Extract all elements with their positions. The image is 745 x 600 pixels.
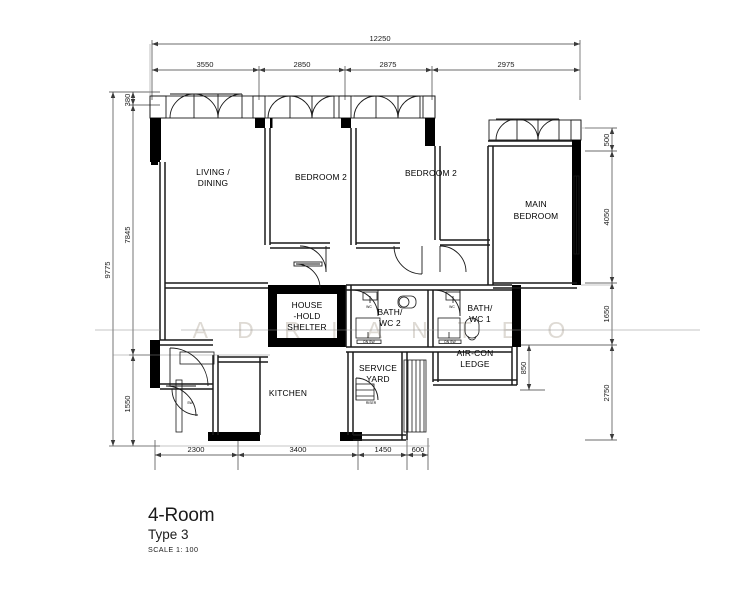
room-label-bath-wc-1-line2: WC 1	[469, 314, 491, 324]
plan-scale: SCALE 1: 100	[148, 545, 199, 555]
room-label-household-shelter-line1: HOUSE	[292, 300, 323, 310]
room-label-household-shelter-line3: SHELTER	[287, 322, 326, 332]
window-arcs-top	[169, 93, 421, 119]
plan-subtitle: Type 3	[148, 526, 189, 542]
room-label-air-con-ledge-line1: AIR-CON	[457, 348, 494, 358]
room-label-kitchen: KITCHEN	[269, 388, 307, 398]
room-label-bath-wc-2-line1: BATH/	[377, 307, 403, 317]
dim-left-seg-3: 1550	[123, 396, 132, 413]
construction-lines	[95, 44, 700, 447]
room-label-living-dining-line2: DINING	[198, 178, 229, 188]
dim-top-overall: 12250	[369, 34, 390, 43]
room-label-bath-wc-2-line2: WC 2	[379, 318, 401, 328]
kitchen-fittings	[175, 351, 427, 433]
sanitary-fixtures	[355, 291, 480, 344]
dimensions-bottom	[154, 438, 429, 470]
dimensions-top	[151, 40, 581, 100]
dim-bottom-seg-2: 3400	[290, 445, 307, 454]
dim-right-inner-850: 850	[519, 362, 528, 375]
dim-bottom-seg-1: 2300	[188, 445, 205, 454]
room-label-bath-wc-1-line1: BATH/	[467, 303, 493, 313]
title-block: 4-Room Type 3 SCALE 1: 100	[148, 505, 428, 555]
svg-text:RISER: RISER	[366, 401, 377, 405]
svg-text:WC: WC	[366, 305, 372, 309]
door-swings	[165, 245, 467, 417]
room-label-main-bedroom-line2: BEDROOM	[514, 211, 559, 221]
dim-right-seg-1: 500	[602, 134, 611, 147]
dim-left-overall: 9775	[103, 262, 112, 279]
internal-walls	[159, 128, 577, 441]
svg-text:DN SW: DN SW	[363, 340, 375, 344]
dim-left-seg-1: 380	[123, 94, 132, 107]
room-label-air-con-ledge-line2: LEDGE	[460, 359, 490, 369]
dim-bottom-seg-4: 600	[412, 445, 425, 454]
window-main-bedroom-right	[573, 175, 580, 255]
dim-top-seg-1: 3550	[197, 60, 214, 69]
plan-geometry: WC WC DN SW DN SW RISER SW LIVING / DINI…	[95, 44, 700, 447]
svg-text:SW: SW	[187, 401, 193, 405]
micro-annotations: WC WC DN SW DN SW RISER SW	[187, 305, 456, 405]
room-label-main-bedroom-line1: MAIN	[525, 199, 547, 209]
window-arcs-main-bedroom	[495, 118, 560, 141]
plan-title: 4-Room	[148, 505, 215, 526]
room-label-bedroom-2-right: BEDROOM 2	[405, 168, 457, 178]
dim-top-seg-4: 2975	[498, 60, 515, 69]
svg-text:WC: WC	[449, 305, 455, 309]
room-label-bedroom-2-left: BEDROOM 2	[295, 172, 347, 182]
room-label-living-dining-line1: LIVING /	[196, 167, 230, 177]
dim-right-seg-2: 4050	[602, 209, 611, 226]
room-labels: LIVING / DINING BEDROOM 2 BEDROOM 2 MAIN…	[196, 167, 558, 398]
dim-left-seg-2: 7845	[123, 227, 132, 244]
dim-right-seg-3: 1650	[602, 306, 611, 323]
dim-right-seg-4: 2750	[602, 385, 611, 402]
dim-top-seg-2: 2850	[294, 60, 311, 69]
dim-top-seg-3: 2875	[380, 60, 397, 69]
svg-text:DN SW: DN SW	[444, 340, 456, 344]
room-label-service-yard-line1: SERVICE	[359, 363, 397, 373]
room-label-service-yard-line2: YARD	[366, 374, 389, 384]
dim-bottom-seg-3: 1450	[375, 445, 392, 454]
room-label-household-shelter-line2: -HOLD	[293, 311, 320, 321]
